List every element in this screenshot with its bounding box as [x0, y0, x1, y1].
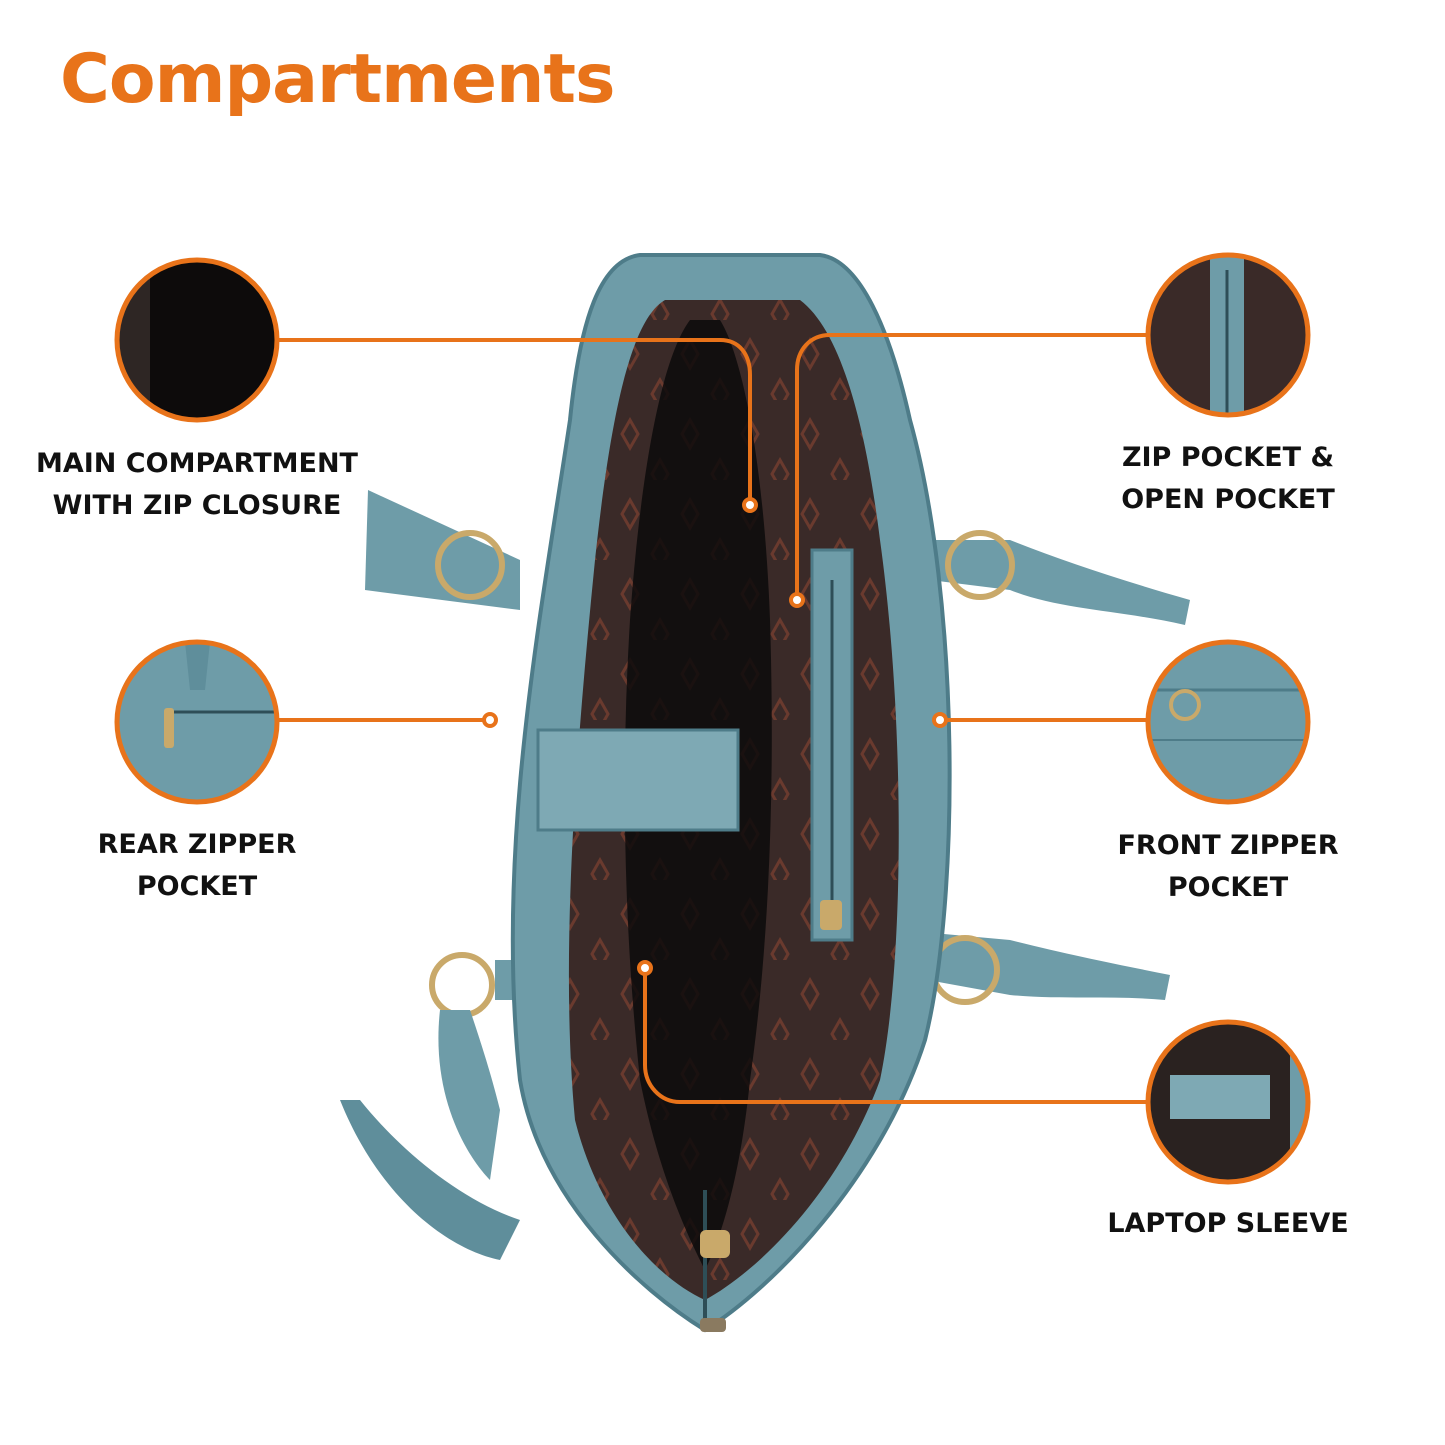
- label-rear-zipper: REAR ZIPPER POCKET: [47, 824, 347, 908]
- label-main-line1: MAIN COMPARTMENT: [36, 448, 358, 479]
- page-title: Compartments: [60, 40, 615, 119]
- label-front-zipper: FRONT ZIPPER POCKET: [1078, 825, 1378, 909]
- right-strap-upper: [930, 530, 1190, 625]
- label-rear-line2: POCKET: [136, 871, 258, 902]
- line-main: [277, 338, 752, 505]
- label-zip-line2: OPEN POCKET: [1121, 484, 1335, 515]
- left-strap-upper: [365, 490, 520, 610]
- dot-front: [932, 712, 948, 728]
- line-zip-open: [795, 333, 1148, 600]
- bag-body: [510, 253, 952, 1333]
- detail-rear-zipper: [114, 639, 280, 805]
- detail-zip-open-pocket: [1145, 252, 1311, 418]
- callout-lines: [277, 333, 1148, 1104]
- left-strap-lower: [340, 952, 520, 1260]
- label-laptop-line1: LAPTOP SLEEVE: [1107, 1208, 1349, 1239]
- dot-main: [742, 497, 758, 513]
- dot-zip-open: [789, 592, 805, 608]
- label-zip-line1: ZIP POCKET &: [1121, 442, 1335, 473]
- label-laptop-sleeve: LAPTOP SLEEVE: [1078, 1203, 1378, 1245]
- label-main-compartment: MAIN COMPARTMENT WITH ZIP CLOSURE: [12, 443, 382, 527]
- callout-dots: [482, 497, 948, 976]
- detail-front-zipper: [1145, 639, 1311, 805]
- label-zip-open-pocket: ZIP POCKET & OPEN POCKET: [1088, 437, 1368, 521]
- label-rear-line1: REAR ZIPPER: [97, 829, 297, 860]
- line-laptop: [643, 970, 1148, 1104]
- detail-main-compartment: [114, 257, 280, 423]
- detail-laptop-sleeve: [1145, 1019, 1311, 1185]
- dot-rear: [482, 712, 498, 728]
- label-main-line2: WITH ZIP CLOSURE: [52, 490, 342, 521]
- label-front-line1: FRONT ZIPPER: [1117, 830, 1339, 861]
- dot-laptop: [637, 960, 653, 976]
- label-front-line2: POCKET: [1167, 872, 1289, 903]
